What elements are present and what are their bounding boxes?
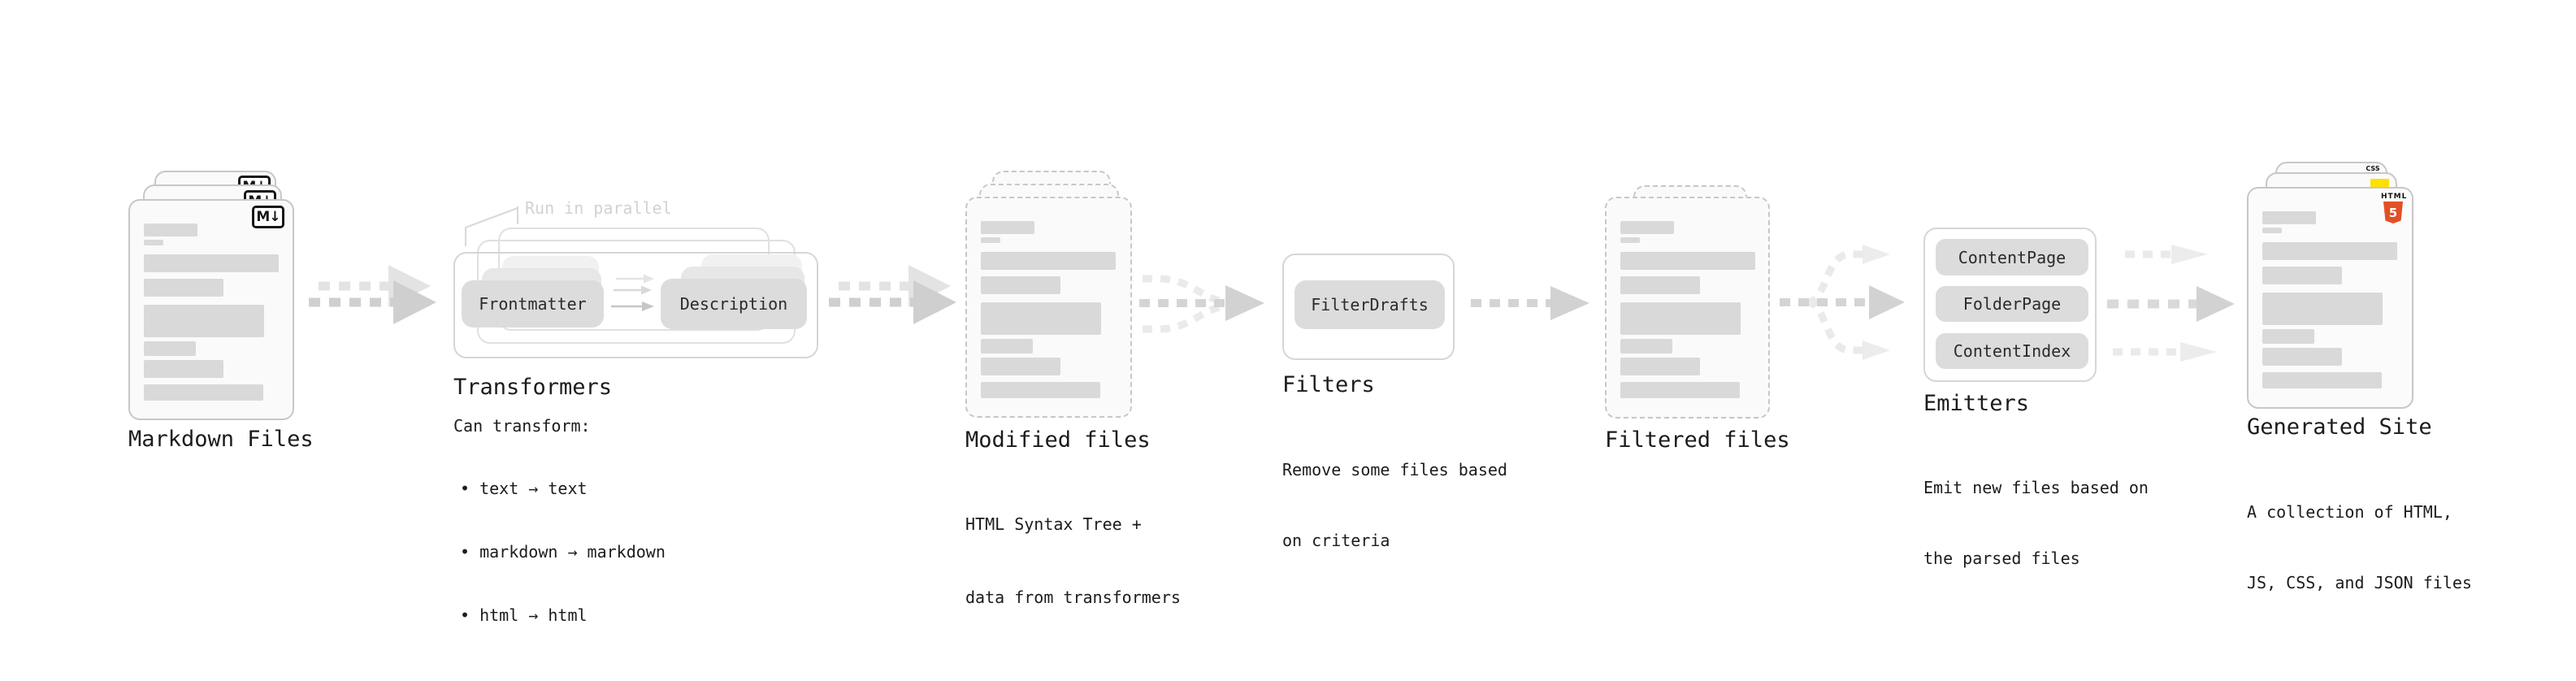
text-placeholder-bar [2262,211,2316,224]
filtered-files-label: Filtered files [1605,427,1790,453]
emitters-panel: ContentPage FolderPage ContentIndex [1923,228,2097,382]
generated-file-card: HTML 5 [2247,187,2413,409]
desc-line: JS, CSS, and JSON files [2247,573,2472,592]
text-placeholder-bar [981,237,1000,243]
text-placeholder-bar [144,223,197,236]
text-placeholder-bar [144,384,263,401]
frontmatter-to-description-arrows [611,274,654,311]
arrow-modified-to-filters [1139,275,1264,333]
description-pill: Description [661,279,807,329]
desc-line: data from transformers [965,588,1181,607]
text-placeholder-bar [144,305,264,337]
stage-transformers: Frontmatter Description [453,228,827,366]
markdown-icon: M↓ [252,206,284,228]
text-placeholder-bar [981,358,1060,375]
filters-panel: FilterDrafts [1282,254,1455,360]
stage-generated-site: CSS HTML 5 [2247,162,2413,409]
text-placeholder-bar [2262,348,2342,366]
text-placeholder-bar [2262,372,2382,388]
text-placeholder-bar [981,302,1101,335]
html5-icon-label: HTML [2381,193,2408,201]
html5-icon-shield: 5 [2383,202,2403,223]
emitters-desc: Emit new files based on the parsed files [1923,429,2149,618]
desc-line: the parsed files [1923,549,2080,568]
transformer-container [453,252,818,358]
bullet-item: • html → html [460,605,588,625]
modified-file-card [965,197,1132,418]
modified-files-desc: HTML Syntax Tree + data from transformer… [965,463,1181,658]
file-content-bars [1620,221,1755,398]
file-content-bars [144,223,279,401]
text-placeholder-bar [1620,358,1700,375]
frontmatter-pill: Frontmatter [462,280,604,327]
html5-icon: HTML 5 [2381,193,2408,223]
text-placeholder-bar [2262,228,2282,233]
stage-markdown-files: M↓ M↓ M↓ [128,171,294,420]
arrow-emitters-to-generated [2107,245,2235,362]
markdown-file-card: M↓ [128,199,294,420]
html5-icon-number: 5 [2388,205,2398,220]
text-placeholder-bar [144,341,196,356]
filterdrafts-pill: FilterDrafts [1295,280,1445,329]
text-placeholder-bar [2262,267,2342,284]
text-placeholder-bar [1620,252,1755,270]
text-placeholder-bar [2262,293,2383,325]
js-file-icon [2370,179,2389,189]
text-placeholder-bar [981,382,1100,398]
desc-line: HTML Syntax Tree + [965,514,1142,534]
desc-line: A collection of HTML, [2247,502,2452,522]
generated-site-label: Generated Site [2247,414,2432,440]
text-placeholder-bar [2262,329,2314,344]
text-placeholder-bar [1620,221,1674,234]
run-in-parallel-note: Run in parallel [525,198,672,218]
folderpage-pill: FolderPage [1936,286,2088,322]
generated-site-desc: A collection of HTML, JS, CSS, and JSON … [2247,453,2472,642]
text-placeholder-bar [1620,237,1640,243]
contentindex-pill: ContentIndex [1936,333,2088,369]
contentpage-pill: ContentPage [1936,239,2088,275]
text-placeholder-bar [144,240,163,245]
text-placeholder-bar [1620,339,1672,354]
desc-line: Emit new files based on [1923,478,2149,497]
arrow-transformers-to-modified [829,265,956,324]
filtered-file-card [1605,197,1770,419]
text-placeholder-bar [1620,382,1740,398]
stage-modified-files [965,171,1132,418]
transformers-desc-title: Can transform: [453,416,591,436]
text-placeholder-bar [981,252,1116,270]
file-content-bars [981,221,1116,398]
text-placeholder-bar [144,360,223,378]
modified-files-label: Modified files [965,427,1151,453]
text-placeholder-bar [981,221,1034,234]
markdown-files-label: Markdown Files [128,427,314,452]
emitters-label: Emitters [1923,391,2030,416]
desc-line: on criteria [1282,531,1390,550]
transformers-bullet-list: • text → text • markdown → markdown • ht… [460,436,666,668]
text-placeholder-bar [144,279,223,297]
desc-line: Remove some files based [1282,460,1507,479]
arrow-filters-to-filtered [1471,286,1589,320]
text-placeholder-bar [144,254,279,272]
text-placeholder-bar [981,276,1060,294]
bullet-item: • text → text [460,479,588,498]
filters-desc: Remove some files based on criteria [1282,411,1507,600]
file-content-bars [2262,211,2397,388]
text-placeholder-bar [981,339,1033,354]
css-icon-label: CSS [2366,165,2380,172]
transformers-label: Transformers [453,375,613,400]
text-placeholder-bar [2262,242,2397,260]
stage-filtered-files [1605,185,1770,419]
filters-label: Filters [1282,372,1375,397]
run-in-parallel-pointer-line [465,206,518,246]
arrow-filtered-to-emitters [1780,245,1905,360]
arrow-markdown-to-transformers [309,265,436,324]
text-placeholder-bar [1620,302,1741,335]
bullet-item: • markdown → markdown [460,542,666,562]
text-placeholder-bar [1620,276,1700,294]
